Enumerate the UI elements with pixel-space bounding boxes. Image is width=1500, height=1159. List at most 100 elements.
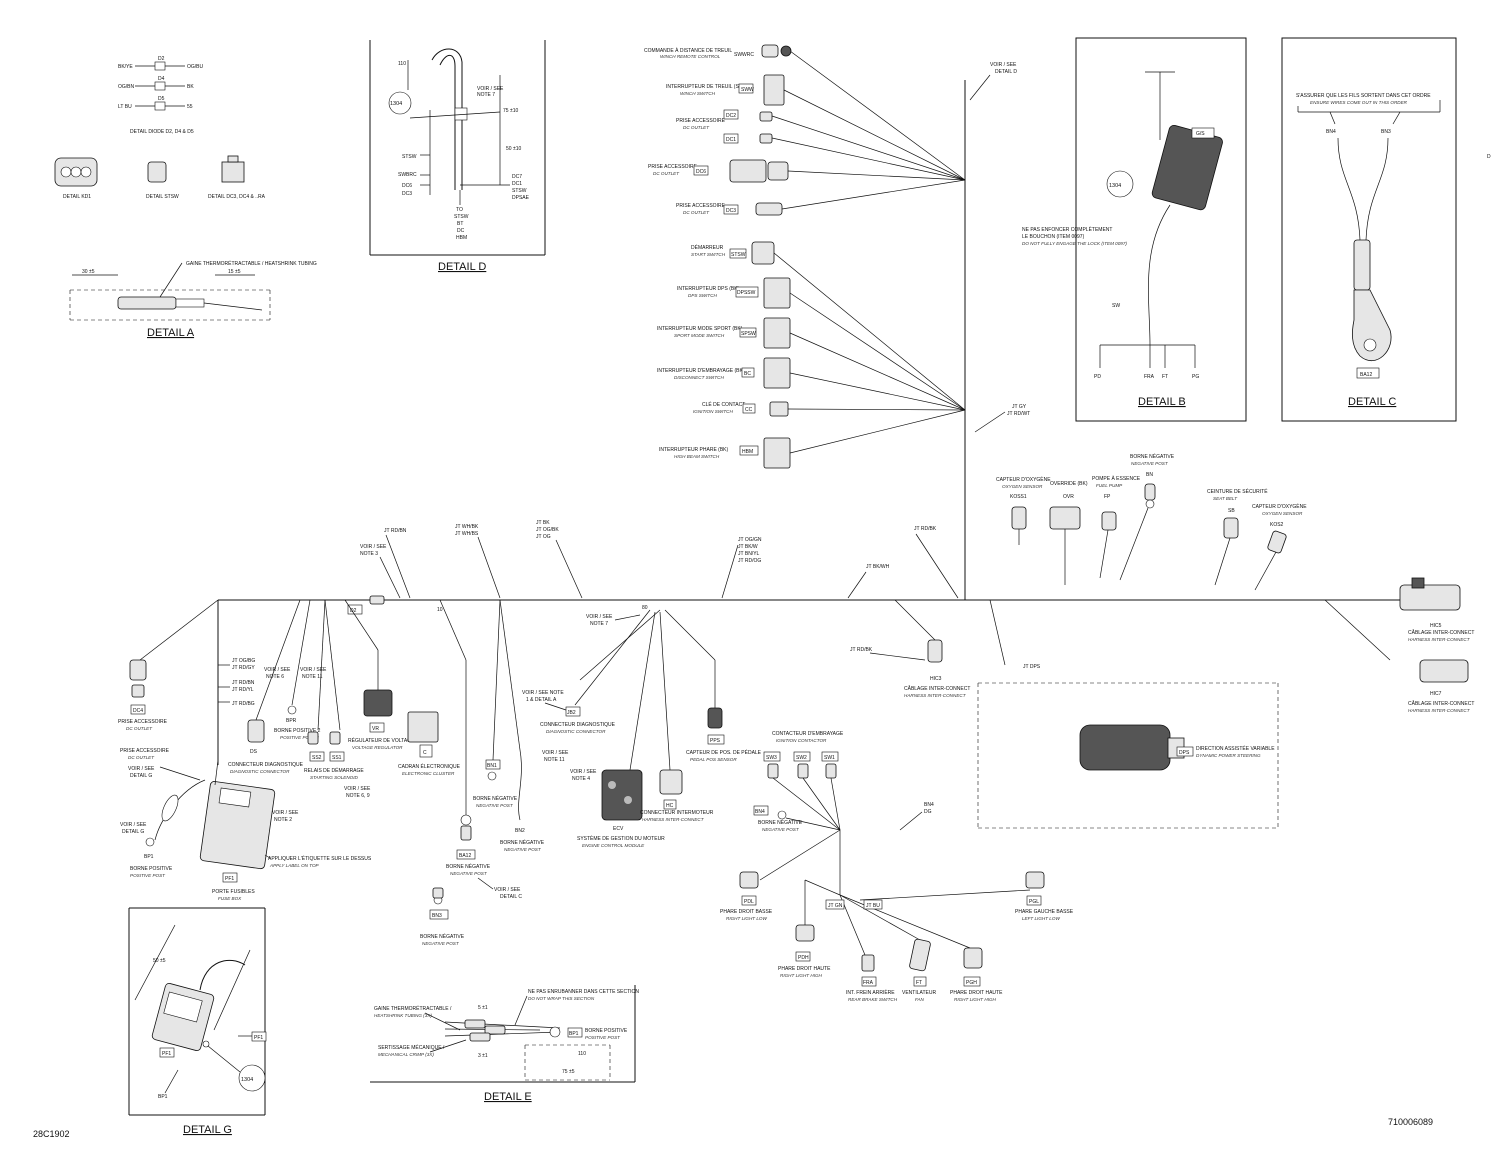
heatshrink-label: GAINE THERMORÉTRACTABLE / HEATSHRINK TUB… (186, 260, 317, 267)
junction-label: JT RD/YL (232, 687, 254, 693)
voir-label: VOIR / SEE NOTE (522, 690, 564, 696)
component-fr: CONNECTEUR INTERMOTEUR (640, 810, 714, 816)
dim-label: 10 (437, 607, 443, 613)
wire-label: DPSAE (512, 195, 530, 201)
wire-label: HBM (456, 235, 467, 241)
component-en: PEDAL POS SENSOR (690, 757, 737, 762)
junction-label: JT BK/W (738, 544, 758, 550)
detail-ref: DETAIL D (995, 69, 1017, 75)
component-code: KOSS1 (1010, 494, 1027, 500)
component-fr: CLÉ DE CONTACT (702, 401, 745, 408)
component-code: PDL (744, 899, 754, 905)
junction-label: JT BU (866, 903, 880, 909)
note-label: NOTE 6 (266, 674, 284, 680)
component-code: SWW (741, 87, 754, 93)
component-fr: PHARE DROIT HAUTE (950, 990, 1003, 996)
fan-wire (789, 409, 966, 454)
component-fr: PRISE ACCESSOIRE (676, 203, 726, 209)
component-fr: BORNE POSITIVE (130, 866, 173, 872)
component-en: POSITIVE POST 2 (280, 735, 319, 740)
component-fr: CÂBLAGE INTER-CONNECT (1408, 700, 1474, 707)
diode-d5-label: D5 (158, 96, 165, 102)
diode-tag: D2 (350, 608, 357, 614)
detail-d: 1304 110 75 ±10 50 ±10 VOIR / SEE NOTE 7… (369, 40, 546, 273)
component-code: CC (745, 407, 753, 413)
component-code: HBM (742, 449, 753, 455)
component-code: SW3 (766, 755, 777, 761)
junction-label: JT RD/GY (232, 665, 255, 671)
dim-label: 3 ±1 (478, 1053, 488, 1059)
note-label: NOTE 11 (302, 674, 323, 680)
component-fr: CAPTEUR D'OXYGÈNE (1252, 503, 1307, 510)
connector-caption: DETAIL KD1 (63, 194, 91, 200)
component-code: BN2 (515, 828, 525, 834)
ring-terminal-label: BA12 (1360, 372, 1372, 378)
junction-label: JT RD/WT (1007, 411, 1030, 417)
component-en: DIAGNOSTIC CONNECTOR (230, 769, 290, 774)
component-en: FAN (915, 997, 925, 1002)
component-code: OVR (1063, 494, 1074, 500)
lower-right-area: JT RD/BK HIC3 CÂBLAGE INTER-CONNECT HARN… (720, 599, 1279, 1002)
component-fr: CADRAN ÉLECTRONIQUE (398, 763, 461, 770)
detail-b-note: DO NOT FULLY ENGAGE THE LOCK (ITEM 0097) (1022, 241, 1127, 246)
component-en: SPORT MODE SWITCH (674, 333, 725, 338)
junction-label: JT WH/BK (455, 524, 479, 530)
component-code: SS2 (312, 755, 322, 761)
wire-label: OG/BN (118, 84, 135, 90)
component-en: NEGATIVE POST (1131, 461, 1169, 466)
fan-wire (789, 50, 966, 181)
component-code: HIC5 (1430, 623, 1442, 629)
component-code: BN (1146, 472, 1153, 478)
component-en: WINCH REMOTE CONTROL (660, 54, 721, 59)
component-en: DC OUTLET (653, 171, 680, 176)
component-en: IGNITION CONTACTOR (776, 738, 827, 743)
junction-label: JT OG/BG (232, 658, 255, 664)
component-fr: DIRECTION ASSISTÉE VARIABLE (1196, 745, 1275, 752)
component-fr: BORNE NÉGATIVE (758, 819, 803, 826)
component-en: DC OUTLET (128, 755, 155, 760)
dim-label: 75 ±5 (562, 1069, 575, 1075)
component-en: DC OUTLET (126, 726, 153, 731)
component-en: POSITIVE POST (130, 873, 166, 878)
component-fr: CONNECTEUR DIAGNOSTIQUE (228, 762, 304, 768)
component-en: RIGHT LIGHT LOW (726, 916, 767, 921)
component-code: PF1 (254, 1035, 263, 1041)
component-fr: BORNE NÉGATIVE (500, 839, 545, 846)
component-fr: OVERRIDE (BK) (1050, 481, 1088, 487)
detail-ref: DETAIL G (130, 773, 152, 779)
component-code: BN4 (755, 809, 765, 815)
component-code: SW2 (796, 755, 807, 761)
wire-label: DC6 (402, 183, 412, 189)
voir-label: VOIR / SEE (344, 786, 371, 792)
voir-label: VOIR / SEE (990, 62, 1017, 68)
dim-label: 75 ±10 (503, 108, 518, 114)
wire-label: PG (1192, 374, 1199, 380)
component-code: FT (916, 980, 922, 986)
component-code: JB2 (567, 710, 576, 716)
component-fr: DÉMARREUR (691, 244, 724, 251)
component-code: PF1 (162, 1051, 171, 1057)
component-en: DYNAMIC POWER STEERING (1196, 753, 1261, 758)
component-code: DPSSW (737, 290, 756, 296)
voir-label: VOIR / SEE (272, 810, 299, 816)
component-code: HC (666, 803, 674, 809)
junction-label: JT RD/OG (738, 558, 761, 564)
fan-wire (783, 89, 966, 181)
component-fr: PHARE DROIT HAUTE (778, 966, 831, 972)
component-code: DS (250, 749, 258, 755)
fan-wire (789, 372, 966, 411)
main-harness-trunk: HIC5 CÂBLAGE INTER-CONNECT HARNESS INTER… (217, 520, 1474, 765)
fan-wire (771, 115, 966, 181)
note-label: NOTE 3 (360, 551, 378, 557)
component-code: BN3 (432, 913, 442, 919)
wire-label: BN4 (1326, 129, 1336, 135)
junction-label: JT RD/BK (914, 526, 937, 532)
component-code: SPSW (741, 331, 756, 337)
wire-label: SW (1112, 303, 1120, 309)
component-code: C (423, 750, 427, 756)
component-fr: PHARE DROIT BASSE (720, 909, 773, 915)
component-en: HARNESS INTER-CONNECT (642, 817, 705, 822)
component-code: SWWRC (734, 52, 754, 58)
component-fr: BORNE NÉGATIVE (473, 795, 518, 802)
component-fr: CAPTEUR DE POS. DE PÉDALE (686, 749, 762, 756)
